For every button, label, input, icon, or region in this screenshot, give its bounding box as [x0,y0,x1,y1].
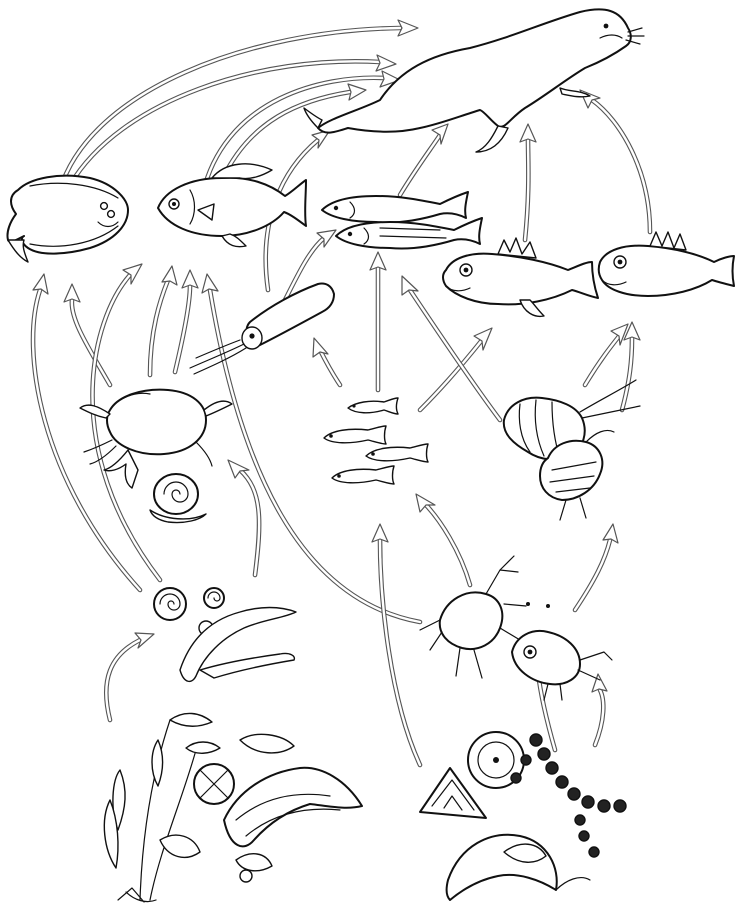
arrow-zooplankton-to-fish-school [416,494,470,585]
arrow-crab-to-flatfish [64,284,110,385]
arrow-phytoplankton-to-copepod [592,674,607,745]
rockfish-icon [599,232,734,296]
arrow-fish-school-to-squid [313,338,340,385]
flatfish-icon [7,176,128,262]
amphipod-icon [504,380,640,520]
arrow-seaweed-to-snails [106,633,154,720]
sculpin-icon [443,238,598,316]
arrow-crab-to-sea-bream [150,266,177,375]
arrow-rockfish-to-seal [580,90,650,232]
mackerel-icon [322,192,482,249]
arrow-amphipod-to-rockfish-2 [585,324,628,385]
sea-bream-icon [158,164,306,247]
arrow-phytoplankton-to-fish-school [372,524,420,765]
arrow-fish-school-to-mackerel [370,252,386,390]
arrow-snails-to-crab [228,460,259,575]
snail-worm-icon [154,588,296,681]
snail-icon [150,474,206,523]
arrow-sculpin-to-seal [520,124,536,240]
phytoplankton-icon [420,732,626,900]
arrow-amphipod-to-rockfish [622,322,640,410]
arrow-mackerel-to-seal [400,124,448,195]
seaweed-icon [104,713,362,902]
arrow-copepod-to-amphipod [575,524,618,610]
small-fish-icon [324,398,428,484]
arrow-crab-to-sea-bream-2 [175,270,198,372]
